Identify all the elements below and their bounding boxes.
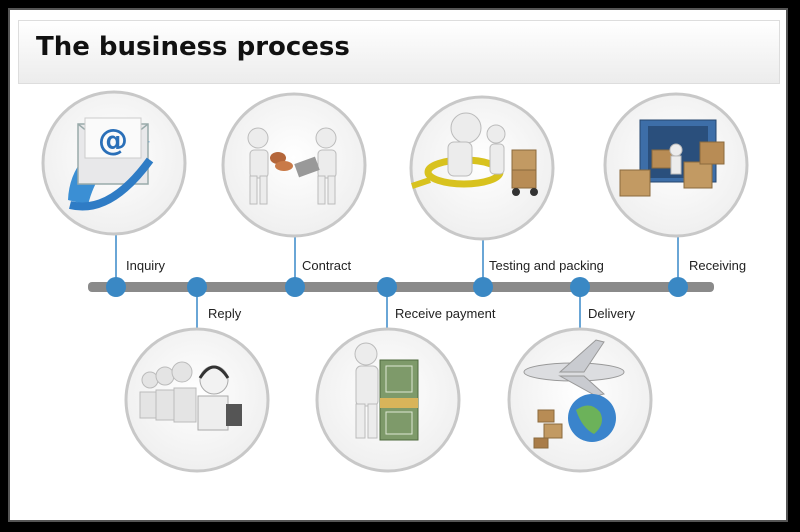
node-reply — [187, 277, 207, 297]
label-delivery: Delivery — [588, 306, 635, 321]
node-receive-payment — [377, 277, 397, 297]
node-delivery — [570, 277, 590, 297]
node-contract — [285, 277, 305, 297]
container-boxes-icon — [603, 92, 749, 238]
node-inquiry — [106, 277, 126, 297]
magnifier-inspection-icon — [409, 95, 555, 241]
email-envelope-icon: @ — [41, 90, 187, 236]
label-inquiry: Inquiry — [126, 258, 166, 273]
node-receiving — [668, 277, 688, 297]
node-testing — [473, 277, 493, 297]
label-receive-payment: Receive payment — [395, 306, 496, 321]
page-title: The business process — [36, 32, 350, 62]
label-reply: Reply — [208, 306, 242, 321]
timeline-bar — [88, 282, 714, 292]
money-stack-icon — [315, 327, 461, 473]
header-bar — [18, 20, 780, 84]
call-center-headset-icon — [124, 327, 270, 473]
svg-text:@: @ — [98, 123, 128, 158]
label-contract: Contract — [302, 258, 352, 273]
airplane-globe-icon — [507, 327, 653, 473]
label-testing-and-packing: Testing and packing — [489, 258, 604, 273]
label-receiving: Receiving — [689, 258, 747, 273]
handshake-contract-icon — [221, 92, 367, 238]
